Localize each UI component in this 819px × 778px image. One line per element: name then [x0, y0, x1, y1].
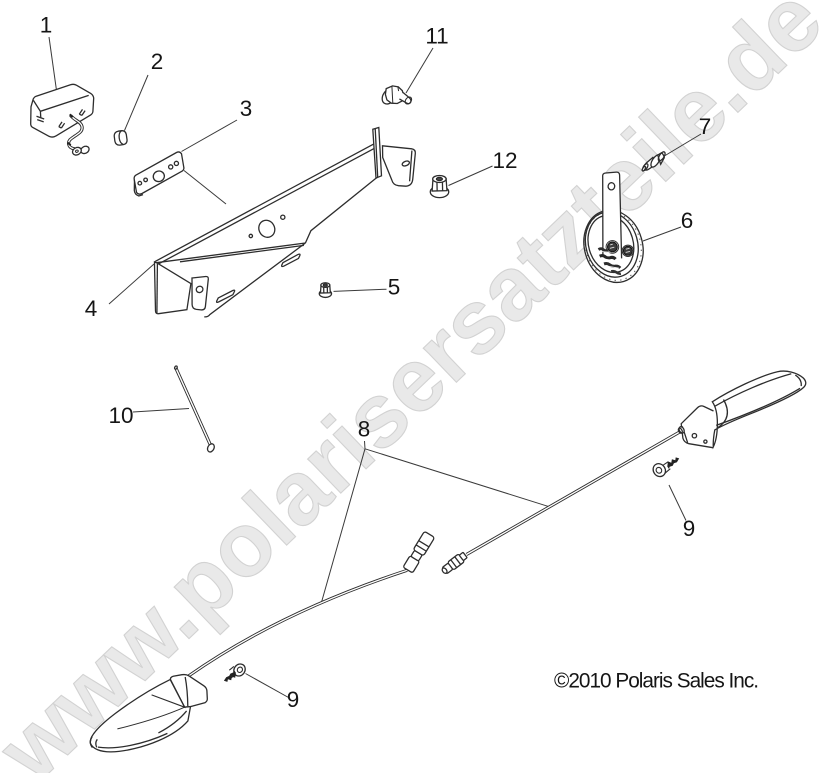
svg-text:10: 10	[108, 403, 133, 428]
svg-text:11: 11	[425, 24, 448, 49]
svg-text:4: 4	[85, 296, 98, 321]
svg-text:6: 6	[681, 208, 694, 233]
svg-text:9: 9	[287, 687, 300, 712]
svg-text:1: 1	[40, 13, 53, 38]
svg-text:2: 2	[151, 49, 164, 74]
svg-text:12: 12	[492, 148, 517, 173]
svg-text:©2010 Polaris Sales Inc.: ©2010 Polaris Sales Inc.	[554, 670, 758, 693]
svg-text:7: 7	[699, 114, 712, 139]
svg-text:8: 8	[358, 417, 371, 442]
svg-text:5: 5	[388, 275, 401, 300]
svg-text:3: 3	[240, 96, 253, 121]
svg-text:9: 9	[683, 516, 696, 541]
